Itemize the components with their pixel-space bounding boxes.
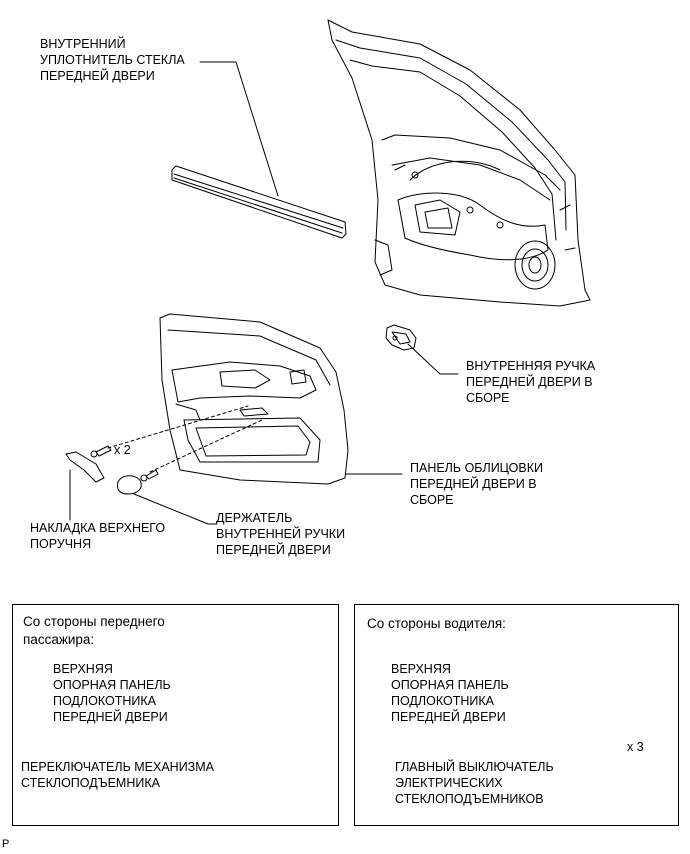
weatherstrip-label: ВНУТРЕННИЙ УПЛОТНИТЕЛЬ СТЕКЛА ПЕРЕДНЕЙ Д… <box>40 37 185 83</box>
leader-handle-bezel <box>133 493 217 525</box>
driver-armrest-base-label: ВЕРХНЯЯ ОПОРНАЯ ПАНЕЛЬ ПОДЛОКОТНИКА ПЕРЕ… <box>391 662 509 724</box>
screw-icon <box>90 445 112 458</box>
handle-bezel-part <box>117 475 142 495</box>
screw-qty-2-label: x 2 <box>114 443 131 457</box>
weatherstrip-part <box>171 165 347 239</box>
inner-handle-part <box>385 324 417 351</box>
driver-side-box: Со стороны водителя: ВЕРХНЯЯ ОПОРНАЯ ПАН… <box>354 604 679 826</box>
passenger-armrest-base-label: ВЕРХНЯЯ ОПОРНАЯ ПАНЕЛЬ ПОДЛОКОТНИКА ПЕРЕ… <box>53 662 171 724</box>
inner-handle-label: ВНУТРЕННЯЯ РУЧКА ПЕРЕДНЕЙ ДВЕРИ В СБОРЕ <box>466 359 596 405</box>
armrest-cover-part <box>65 451 105 483</box>
driver-master-switch-label: ГЛАВНЫЙ ВЫКЛЮЧАТЕЛЬ ЭЛЕКТРИЧЕСКИХ СТЕКЛО… <box>395 760 554 806</box>
footer-code: P <box>2 838 10 850</box>
trim-panel-label: ПАНЕЛЬ ОБЛИЦОВКИ ПЕРЕДНЕЙ ДВЕРИ В СБОРЕ <box>410 461 543 507</box>
passenger-box-title: Со стороны переднего пассажира: <box>23 614 165 647</box>
trim-panel-part <box>159 313 349 485</box>
leader-inner-handle <box>407 343 459 375</box>
armrest-cover-label: НАКЛАДКА ВЕРХНЕГО ПОРУЧНЯ <box>30 521 166 551</box>
passenger-window-switch-label: ПЕРЕКЛЮЧАТЕЛЬ МЕХАНИЗМА СТЕКЛОПОДЪЕМНИКА <box>21 760 214 790</box>
leader-weatherstrip <box>199 61 279 197</box>
driver-box-title: Со стороны водителя: <box>367 616 506 631</box>
door-frame <box>327 19 591 307</box>
passenger-side-box: Со стороны переднего пассажира: ВЕРХНЯЯ … <box>12 604 339 826</box>
screw-qty-3-label: x 3 <box>627 740 644 754</box>
screw-icon <box>140 469 159 482</box>
handle-bezel-label: ДЕРЖАТЕЛЬ ВНУТРЕННЕЙ РУЧКИ ПЕРЕДНЕЙ ДВЕР… <box>216 511 346 557</box>
